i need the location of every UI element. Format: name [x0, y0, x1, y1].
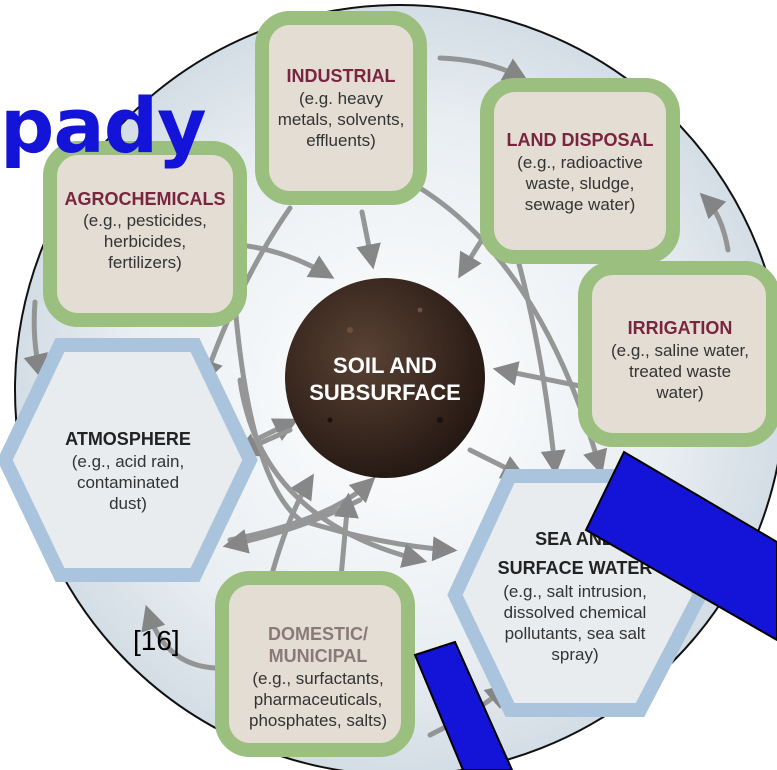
citation-label: [16]: [133, 625, 180, 656]
arrow-industrial-to-soil: [356, 209, 381, 270]
arrow-soil-to-sea-long: [237, 377, 428, 568]
overlay-bar-bottom: [413, 640, 514, 770]
sea-title-2: SURFACE WATER: [498, 558, 653, 578]
arrow-agro-to-atm: [23, 299, 48, 380]
arrow-industrial-to-land: [437, 55, 529, 82]
sea-line-4: spray): [551, 645, 598, 664]
irrigation-title: IRRIGATION: [628, 318, 733, 338]
domestic-line-1: (e.g., surfactants,: [252, 669, 383, 688]
node-industrial: INDUSTRIAL (e.g. heavy metals, solvents,…: [255, 11, 427, 205]
node-land-disposal: LAND DISPOSAL (e.g., radioactive waste, …: [480, 78, 680, 264]
node-domestic: DOMESTIC/ MUNICIPAL (e.g., surfactants, …: [215, 571, 415, 757]
node-irrigation: IRRIGATION (e.g., saline water, treated …: [578, 261, 777, 447]
atmosphere-line-3: dust): [109, 494, 147, 513]
land-disposal-line-1: (e.g., radioactive: [517, 153, 643, 172]
arrow-domestic-to-atm: [141, 604, 218, 671]
center-label-1: SOIL AND: [333, 353, 437, 378]
industrial-title: INDUSTRIAL: [287, 66, 396, 86]
agrochemicals-line-3: fertilizers): [108, 253, 182, 272]
industrial-line-2: metals, solvents,: [278, 110, 405, 129]
domestic-title-2: MUNICIPAL: [269, 646, 368, 666]
atmosphere-line-1: (e.g., acid rain,: [72, 452, 184, 471]
domestic-line-3: phosphates, salts): [249, 711, 387, 730]
arrow-agro-to-soil: [237, 242, 335, 279]
node-atmosphere: ATMOSPHERE (e.g., acid rain, contaminate…: [0, 338, 258, 582]
agrochemicals-title: AGROCHEMICALS: [65, 189, 226, 209]
node-agrochemicals: AGROCHEMICALS (e.g., pesticides, herbici…: [43, 141, 247, 327]
atmosphere-line-2: contaminated: [77, 473, 179, 492]
domestic-line-2: pharmaceuticals,: [254, 690, 383, 709]
center-soil: SOIL AND SUBSURFACE: [285, 278, 485, 478]
land-disposal-line-2: waste, sludge,: [525, 174, 635, 193]
sea-line-1: (e.g., salt intrusion,: [503, 582, 647, 601]
land-disposal-title: LAND DISPOSAL: [506, 130, 653, 150]
domestic-title-1: DOMESTIC/: [268, 624, 368, 644]
center-label-2: SUBSURFACE: [309, 380, 461, 405]
industrial-line-3: effluents): [306, 131, 376, 150]
atmosphere-title: ATMOSPHERE: [65, 429, 191, 449]
overlay-bar-right: [584, 450, 777, 642]
agrochemicals-line-2: herbicides,: [104, 232, 186, 251]
irrigation-line-3: water): [655, 383, 703, 402]
sea-line-2: dissolved chemical: [504, 603, 647, 622]
irrigation-line-2: treated waste: [629, 362, 731, 381]
overlay-title: pady: [0, 81, 207, 170]
overlay-blue-bars: [413, 450, 777, 770]
irrigation-line-1: (e.g., saline water,: [611, 341, 749, 360]
agrochemicals-line-1: (e.g., pesticides,: [83, 211, 207, 230]
sea-line-3: pollutants, sea salt: [505, 624, 646, 643]
arrow-irrigation-to-land: [699, 192, 731, 253]
land-disposal-line-3: sewage water): [525, 195, 636, 214]
arrow-irrigation-to-soil: [492, 361, 593, 391]
industrial-line-1: (e.g. heavy: [299, 89, 384, 108]
